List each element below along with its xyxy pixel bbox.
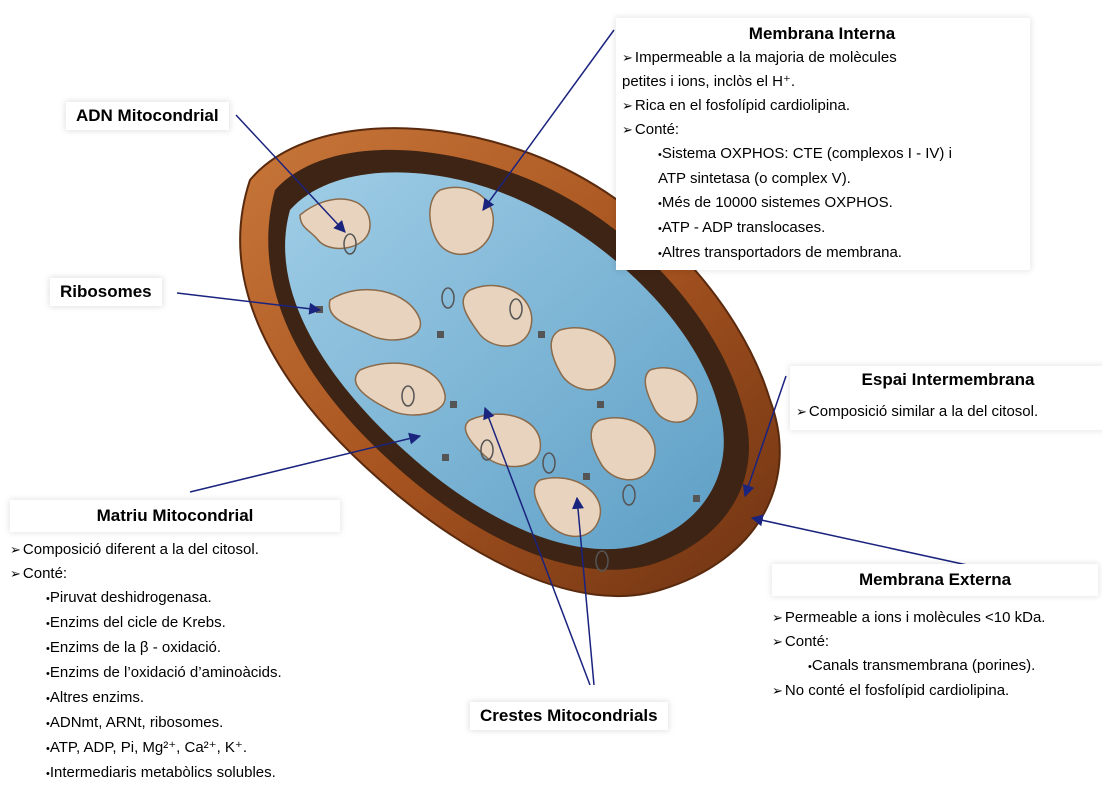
list-item: ATP - ADP translocases. (622, 216, 1022, 241)
list-item: Altres transportadors de membrana. (622, 241, 1022, 266)
list-item: ATP sintetasa (o complex V). (622, 167, 1022, 191)
label-adn-mitocondrial: ADN Mitocondrial (66, 102, 229, 130)
list-item: Composició similar a la del citosol. (796, 400, 1100, 424)
list-item: Conté: (10, 562, 350, 586)
membrana-interna-title: Membrana Interna (622, 22, 1022, 46)
list-item: Altres enzims. (10, 686, 350, 711)
list-item: Enzims de la β - oxidació. (10, 636, 350, 661)
list-item: Enzims de l’oxidació d’aminoàcids. (10, 661, 350, 686)
list-item: Rica en el fosfolípid cardiolipina. (622, 94, 1022, 118)
list-item: Permeable a ions i molècules <10 kDa. (772, 606, 1098, 630)
espai-intermembrana-box: Espai Intermembrana Composició similar a… (790, 366, 1102, 430)
list-item: Més de 10000 sistemes OXPHOS. (622, 191, 1022, 216)
list-item: Enzims del cicle de Krebs. (10, 611, 350, 636)
matriu-mitocondrial-box: Matriu Mitocondrial Composició diferent … (10, 500, 350, 786)
list-item: ADNmt, ARNt, ribosomes. (10, 711, 350, 736)
list-item: Conté: (622, 118, 1022, 142)
membrana-externa-box: Membrana Externa Permeable a ions i molè… (772, 564, 1098, 703)
list-item: Piruvat deshidrogenasa. (10, 586, 350, 611)
list-item: Sistema OXPHOS: CTE (complexos I - IV) i (622, 142, 1022, 167)
list-item: No conté el fosfolípid cardiolipina. (772, 679, 1098, 703)
list-item: Canals transmembrana (porines). (772, 654, 1098, 679)
espai-intermembrana-title: Espai Intermembrana (796, 368, 1100, 392)
list-item: ATP, ADP, Pi, Mg²⁺, Ca²⁺, K⁺. (10, 736, 350, 761)
list-item: Impermeable a la majoria de molècules (622, 46, 1022, 70)
label-ribosomes: Ribosomes (50, 278, 162, 306)
matriu-title: Matriu Mitocondrial (10, 500, 340, 532)
list-item: Conté: (772, 630, 1098, 654)
label-crestes-mitocondrials: Crestes Mitocondrials (470, 702, 668, 730)
list-item: petites i ions, inclòs el H⁺. (622, 70, 1022, 94)
membrana-interna-box: Membrana Interna Impermeable a la majori… (616, 18, 1030, 270)
membrana-externa-title: Membrana Externa (772, 564, 1098, 596)
list-item: Composició diferent a la del citosol. (10, 538, 350, 562)
list-item: Intermediaris metabòlics solubles. (10, 761, 350, 786)
